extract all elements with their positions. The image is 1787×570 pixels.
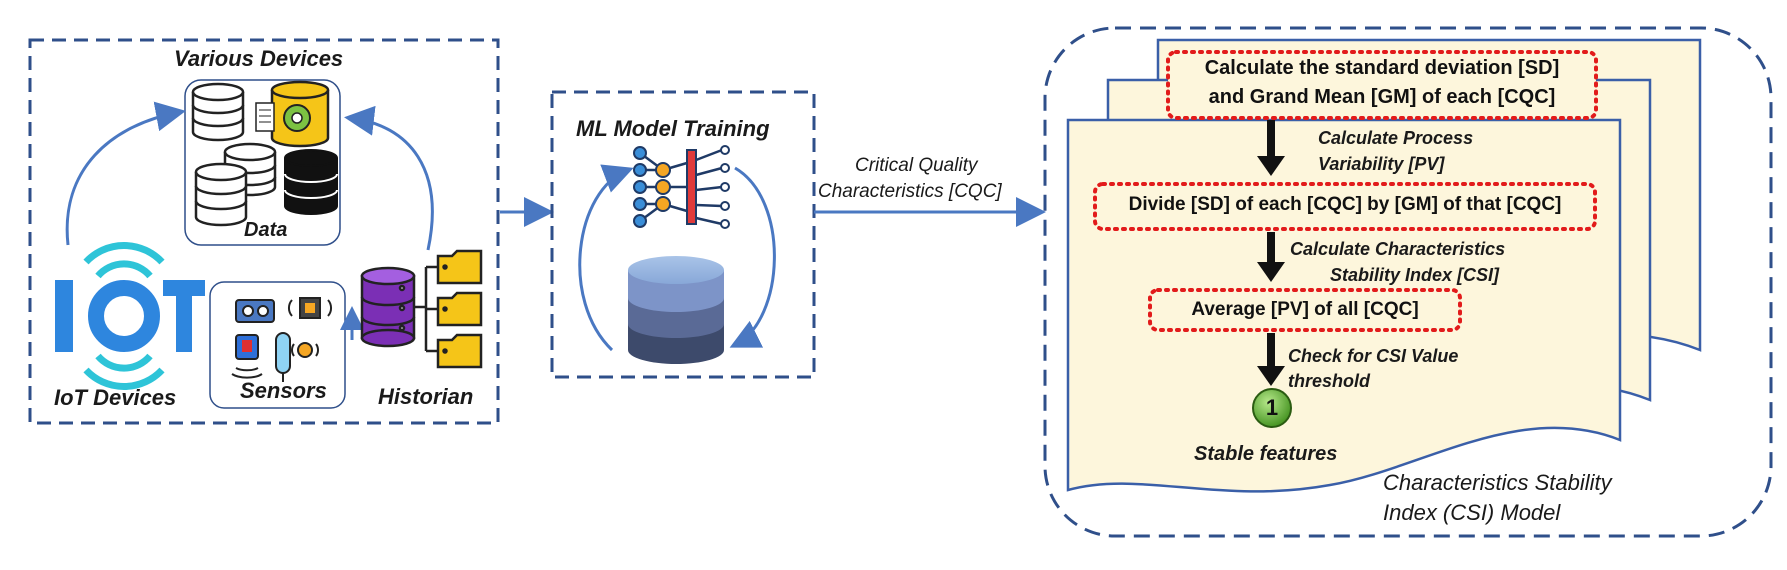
step2-text: Divide [SD] of each [CQC] by [GM] of tha… (1128, 194, 1562, 215)
cqc-label-line1: Critical Quality (855, 155, 978, 176)
iot-to-data-arrow (65, 101, 186, 246)
arrow2-label-line1: Calculate Characteristics (1290, 239, 1506, 259)
step3-box (1148, 288, 1462, 332)
stable-badge-icon (1252, 388, 1292, 428)
stable-features-label: Stable features (1194, 443, 1338, 465)
step1-box (1166, 50, 1598, 120)
database-icon (194, 162, 248, 227)
folder-tree-icon (414, 265, 438, 353)
historian-database-icon (360, 266, 416, 348)
badge-number: 1 (1265, 395, 1279, 420)
data-box (184, 79, 341, 246)
arrow3-label-line2: threshold (1288, 371, 1371, 391)
csi-model-title-line1: Characteristics Stability (1383, 470, 1612, 495)
sensor-icons (231, 297, 332, 382)
historian-to-data-arrow (344, 105, 434, 251)
ml-training-title: ML Model Training (576, 116, 770, 141)
historian-label: Historian (378, 384, 474, 409)
cqc-label-line2: Characteristics [CQC] (818, 181, 1002, 202)
arrow3-label-line1: Check for CSI Value (1288, 346, 1459, 366)
sensors-label: Sensors (240, 378, 327, 403)
gear-database-icon (255, 80, 330, 148)
loop-arrow-left (578, 164, 634, 352)
sensors-box (209, 281, 346, 409)
database-icon (191, 82, 245, 142)
step2-box (1093, 182, 1597, 231)
database-dark-icon (284, 149, 338, 215)
arrow1-label-line1: Calculate Process (1318, 128, 1474, 148)
arrow2-label-line2: Stability Index [CSI] (1330, 265, 1500, 285)
loop-arrow-right (729, 166, 776, 348)
ml-panel (550, 90, 816, 379)
training-database-icon (628, 256, 724, 364)
neural-network-nodes (633, 145, 730, 229)
iot-devices-label: IoT Devices (54, 385, 177, 410)
flow-arrows (1257, 120, 1285, 386)
iot-logo-icon (55, 242, 205, 390)
step1-line2: and Grand Mean [GM] of each [CQC] (1208, 86, 1556, 108)
data-label: Data (244, 219, 288, 241)
folder-icon (436, 249, 483, 369)
step1-line1: Calculate the standard deviation [SD] (1204, 57, 1560, 79)
step3-text: Average [PV] of all [CQC] (1191, 299, 1419, 320)
csi-panel (1043, 26, 1773, 538)
csi-model-title-line2: Index (CSI) Model (1383, 500, 1561, 525)
neural-network-icon (639, 148, 723, 226)
various-devices-title: Various Devices (174, 46, 344, 71)
devices-panel (28, 38, 500, 425)
arrow1-label-line2: Variability [PV] (1318, 154, 1445, 174)
